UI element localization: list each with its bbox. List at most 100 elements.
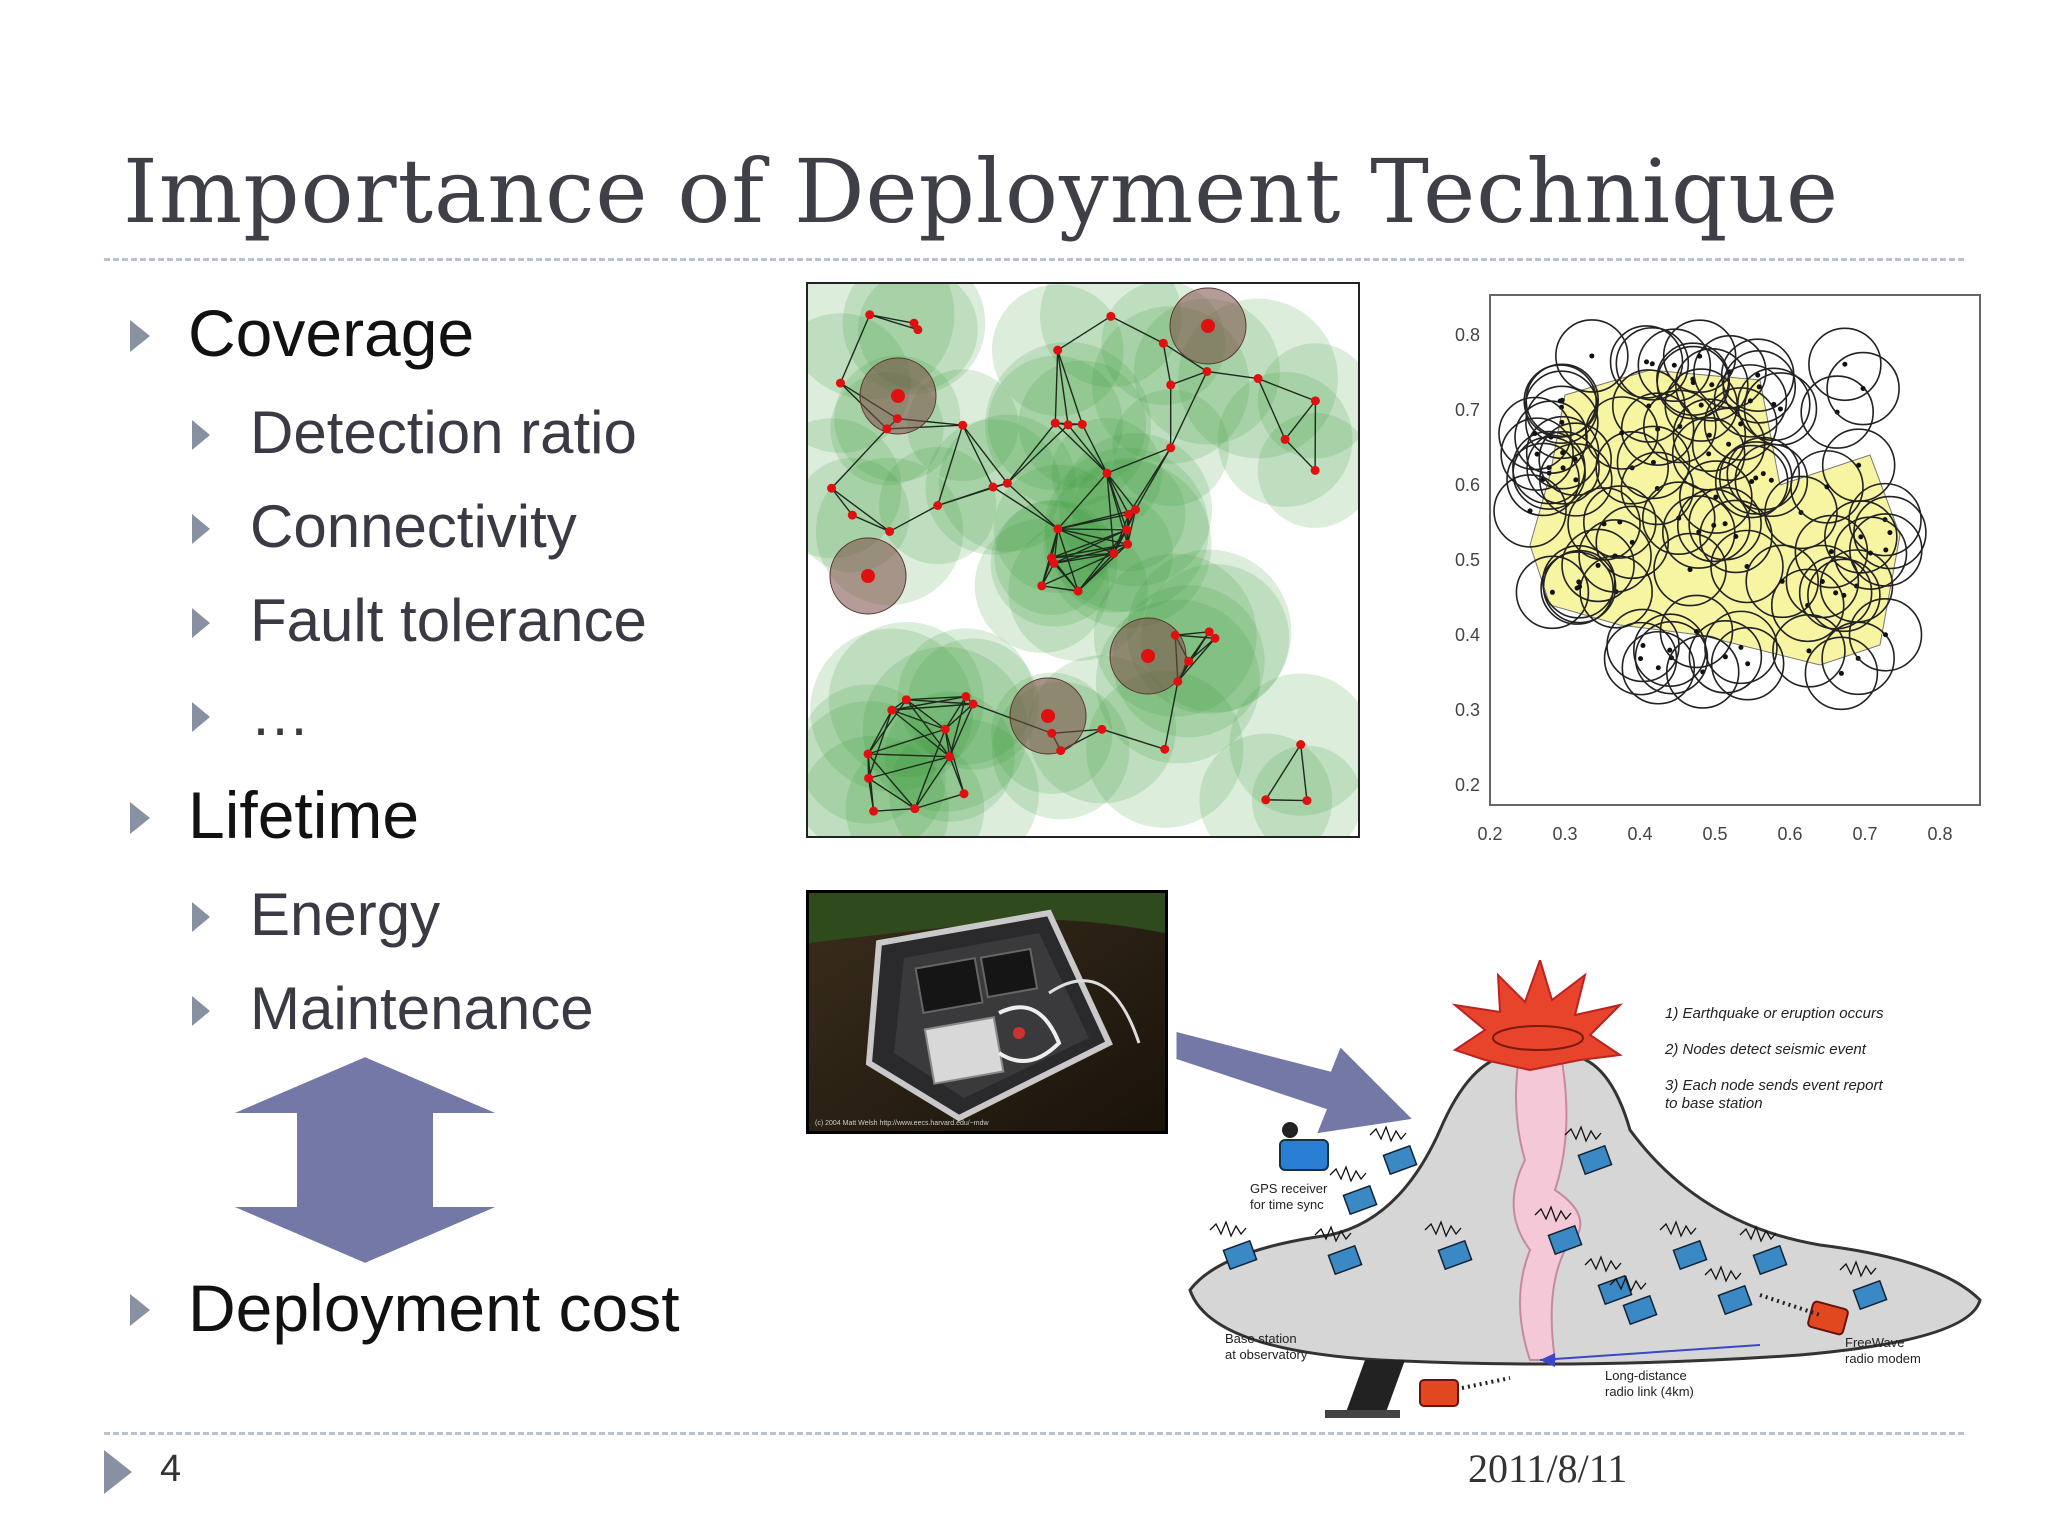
sensor-network-plot xyxy=(808,284,1358,836)
network-link xyxy=(1299,744,1308,801)
sensing-circle xyxy=(1699,499,1773,574)
sink-node xyxy=(1041,709,1055,723)
sensor-point xyxy=(1841,592,1847,598)
sensing-circle xyxy=(1621,630,1696,705)
network-link xyxy=(891,695,967,711)
sensor-point xyxy=(1838,670,1844,676)
bullet-marker-icon xyxy=(130,320,150,352)
gps-receiver-icon xyxy=(1279,1139,1329,1171)
sub-bullet: Fault tolerance xyxy=(250,587,647,654)
network-link xyxy=(1257,377,1316,402)
sensing-circle xyxy=(1526,431,1600,505)
sensor-node xyxy=(1202,366,1212,376)
sensor-point xyxy=(1629,539,1635,545)
sensor-node xyxy=(1210,633,1220,643)
sensor-point xyxy=(1549,589,1555,595)
coverage-disc xyxy=(1251,745,1358,836)
sensing-circle xyxy=(1603,621,1678,696)
sensor-node-icon xyxy=(1577,1144,1613,1176)
network-link xyxy=(1051,529,1127,559)
sensor-node xyxy=(1053,524,1063,534)
sensor-node xyxy=(1037,581,1047,591)
sensor-point xyxy=(1706,432,1712,438)
freewave-label-2: radio modem xyxy=(1845,1351,1921,1366)
sensor-point xyxy=(1883,547,1889,553)
sensor-point xyxy=(1706,451,1712,457)
network-link xyxy=(868,777,916,810)
network-link xyxy=(839,314,871,384)
sensor-node xyxy=(1122,525,1132,535)
seismic-wave xyxy=(1839,1260,1877,1278)
sensor-node-icon xyxy=(1222,1239,1258,1271)
sensor-node xyxy=(901,695,911,705)
sensor-node xyxy=(885,526,895,536)
sensor-node xyxy=(961,692,971,702)
network-link xyxy=(1081,424,1108,474)
sensor-node xyxy=(865,310,875,320)
network-link xyxy=(1106,447,1171,474)
sensor-node xyxy=(988,482,998,492)
sensing-circle xyxy=(1848,597,1923,672)
network-link xyxy=(944,703,974,730)
network-link xyxy=(869,314,919,331)
network-link xyxy=(891,709,946,730)
seismic-wave xyxy=(1329,1165,1367,1183)
pointer-arrow-icon xyxy=(1173,1028,1419,1137)
base-station-label-2: at observatory xyxy=(1225,1347,1308,1362)
sensing-circle xyxy=(1794,514,1869,589)
sensor-node-icon xyxy=(1752,1244,1788,1276)
sensor-node xyxy=(1124,509,1134,519)
sensor-node xyxy=(1280,434,1290,444)
coverage-circles xyxy=(1493,319,1927,711)
network-link xyxy=(905,699,946,730)
sensor-point xyxy=(1650,459,1656,465)
network-link xyxy=(891,703,974,711)
network-link xyxy=(1162,342,1208,373)
sensor-node xyxy=(847,510,857,520)
sensor-node xyxy=(968,699,978,709)
radio-link-label-2: radio link (4km) xyxy=(1605,1384,1694,1399)
sensor-node xyxy=(1184,656,1194,666)
sensing-circle xyxy=(1826,351,1900,426)
sensor-node xyxy=(1047,553,1057,563)
sensor-node xyxy=(1170,630,1180,640)
sensor-point xyxy=(1655,665,1661,671)
sensing-circle xyxy=(1512,430,1586,505)
network-link xyxy=(1057,509,1136,530)
sensor-point xyxy=(1777,406,1783,412)
sensor-point xyxy=(1749,479,1755,485)
sensor-point xyxy=(1722,521,1728,527)
sensor-node-icon xyxy=(1672,1239,1708,1271)
seismic-wave xyxy=(1584,1255,1622,1273)
x-tick-label: 0.3 xyxy=(1552,824,1577,844)
base-station-label: Base station xyxy=(1225,1331,1297,1346)
coverage-disc xyxy=(1039,284,1182,388)
sensor-node xyxy=(958,420,968,430)
sensor-point xyxy=(1883,632,1889,638)
sensor-node xyxy=(882,424,892,434)
network-link xyxy=(867,778,875,812)
seismic-wave xyxy=(1609,1275,1647,1293)
network-link xyxy=(869,314,915,324)
network-link xyxy=(1054,422,1108,474)
sink-node xyxy=(891,389,905,403)
sensor-node-icon xyxy=(1342,1184,1378,1216)
step-1-text: 1) Earthquake or eruption occurs xyxy=(1665,1005,1884,1022)
sensor-node xyxy=(1053,345,1063,355)
seismic-wave xyxy=(1534,1205,1572,1223)
radio-modem-icon xyxy=(1807,1300,1849,1336)
coverage-disc xyxy=(1229,673,1358,816)
sensing-circle xyxy=(1772,614,1846,688)
seismic-wave xyxy=(1369,1125,1407,1143)
sensor-node xyxy=(1166,380,1176,390)
sensor-node xyxy=(940,724,950,734)
network-link xyxy=(1041,585,1079,592)
network-link xyxy=(1057,528,1115,555)
sensor-point xyxy=(1640,642,1646,648)
x-tick-label: 0.2 xyxy=(1477,824,1502,844)
sensor-node xyxy=(1109,548,1119,558)
coverage-disc xyxy=(1199,733,1333,836)
sensor-node xyxy=(869,806,879,816)
sensor-point xyxy=(1532,431,1538,437)
sensor-point xyxy=(1756,384,1762,390)
